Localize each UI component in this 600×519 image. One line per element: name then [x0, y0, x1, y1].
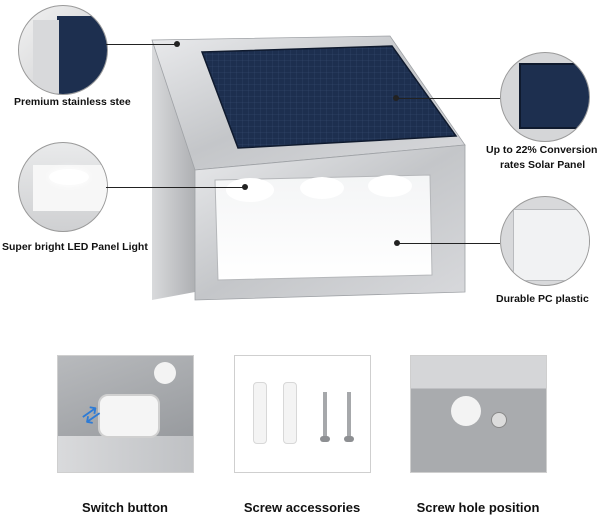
stainless-closeup-circle	[18, 5, 108, 95]
led-label: Super bright LED Panel Light	[2, 241, 148, 253]
screw-accessories-caption: Screw accessories	[243, 500, 361, 515]
led-pointer-line	[106, 187, 244, 188]
screw-hole-caption: Screw hole position	[416, 500, 540, 515]
stainless-pointer-line	[106, 44, 176, 45]
stainless-pointer-dot	[174, 41, 180, 47]
plastic-closeup-circle	[500, 196, 590, 286]
plastic-pointer-dot	[394, 240, 400, 246]
plastic-label: Durable PC plastic	[496, 293, 589, 305]
solar-step-light-product	[151, 35, 466, 301]
solar-pointer-dot	[393, 95, 399, 101]
solar-closeup-circle	[500, 52, 590, 142]
led-closeup-circle	[18, 142, 108, 232]
solar-label-line2: rates Solar Panel	[500, 159, 586, 171]
switch-button-caption: Switch button	[82, 500, 168, 515]
switch-button-thumbnail: ⇄	[57, 355, 194, 473]
plastic-pointer-line	[397, 243, 500, 244]
screw-accessories-thumbnail	[234, 355, 371, 473]
solar-pointer-line	[396, 98, 500, 99]
solar-label-line1: Up to 22% Conversion	[486, 144, 598, 156]
led-pointer-dot	[242, 184, 248, 190]
screw-hole-thumbnail	[410, 355, 547, 473]
stainless-label: Premium stainless stee	[14, 96, 131, 108]
